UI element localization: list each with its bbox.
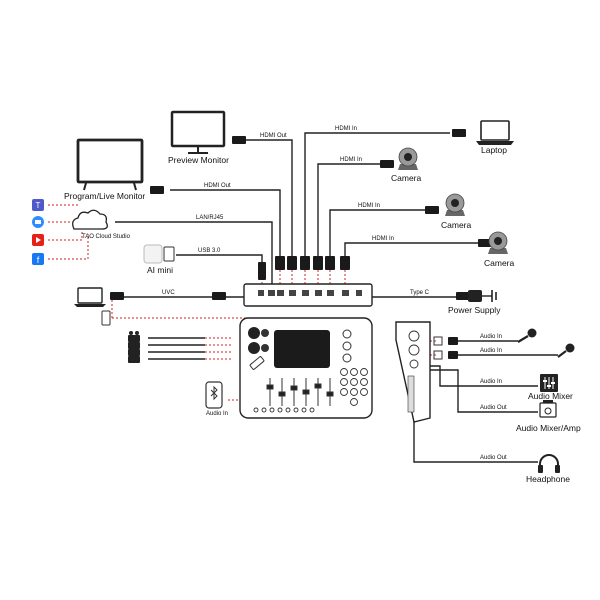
label-hdmi-in-cam3: HDMI In	[372, 236, 394, 242]
ptz-camera-icon	[398, 147, 418, 170]
label-preview-monitor: Preview Monitor	[168, 155, 229, 165]
label-audio-mixer: Audio Mixer	[528, 391, 573, 401]
label-audio-out-headphone: Audio Out	[480, 455, 507, 461]
label-audio-in-mixer: Audio In	[480, 379, 502, 385]
label-bt-audio-in: Audio In	[206, 411, 228, 417]
audio-mixer-icon	[540, 374, 558, 392]
preview-monitor	[170, 110, 226, 154]
label-camera3: Camera	[484, 258, 515, 268]
label-audio-in-mic2: Audio In	[480, 348, 502, 354]
label-usb: USB 3.0	[198, 248, 221, 254]
hdmi-plugs	[110, 129, 492, 359]
label-hdmi-in-cam1: HDMI In	[340, 157, 362, 163]
switcher-side-view	[395, 321, 443, 423]
console-buttons	[253, 368, 368, 413]
label-program-monitor: Program/Live Monitor	[64, 191, 145, 201]
facebook-icon: f	[32, 253, 44, 265]
teams-icon: T	[32, 199, 44, 211]
microphone-icon	[557, 343, 575, 358]
label-laptop: Laptop	[481, 145, 507, 155]
label-cloud: TAO Cloud Studio	[82, 234, 131, 240]
label-headphone: Headphone	[526, 474, 570, 484]
console-faders	[266, 378, 334, 406]
youtube-icon	[32, 234, 44, 246]
program-monitor	[76, 138, 144, 191]
switcher-rear-panel	[243, 283, 373, 307]
console-knobs	[248, 327, 352, 363]
label-hdmi-in-laptop: HDMI In	[335, 126, 357, 132]
capture-dongle	[101, 310, 111, 326]
label-hdmi-out-program: HDMI Out	[204, 183, 231, 189]
switcher-console	[239, 317, 373, 419]
microphone-icon	[517, 328, 537, 343]
headphone-icon	[538, 454, 560, 473]
label-hdmi-in-cam2: HDMI In	[358, 203, 380, 209]
bluetooth-icon	[205, 381, 223, 409]
label-audio-in-mic1: Audio In	[480, 334, 502, 340]
label-uvc: UVC	[162, 290, 175, 296]
label-lan: LAN/RJ45	[196, 215, 224, 221]
switcher-screen	[274, 330, 330, 368]
label-camera2: Camera	[441, 220, 472, 230]
label-power-supply: Power Supply	[448, 305, 501, 315]
label-audio-out-amp: Audio Out	[480, 405, 507, 411]
cable-labels: HDMI Out HDMI Out HDMI In HDMI In HDMI I…	[162, 126, 507, 461]
cables	[110, 132, 558, 463]
ptz-camera-icon	[488, 231, 508, 254]
label-typec: Type C	[410, 290, 430, 296]
meeting-icon	[32, 216, 44, 228]
svg-text:f: f	[37, 255, 40, 265]
ai-mini-device	[143, 244, 175, 264]
svg-text:T: T	[36, 201, 41, 210]
label-ai-mini: AI mini	[147, 265, 173, 275]
label-audio-mixer-amp: Audio Mixer/Amp	[516, 423, 581, 433]
mini-camera-icon	[128, 331, 140, 363]
label-camera1: Camera	[391, 173, 422, 183]
cloud-icon	[72, 209, 108, 230]
laptop-right	[476, 120, 514, 145]
power-supply-icon	[468, 290, 497, 302]
device-labels: Preview Monitor Program/Live Monitor Lap…	[64, 145, 581, 484]
ptz-camera-icon	[445, 193, 465, 216]
laptop-left	[74, 287, 106, 307]
amplifier-icon	[539, 400, 557, 418]
label-hdmi-out-preview: HDMI Out	[260, 133, 287, 139]
